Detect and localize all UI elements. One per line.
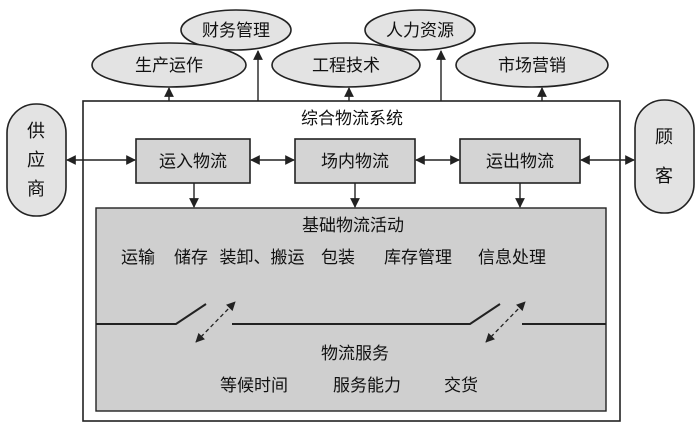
department-finance-label: 财务管理 xyxy=(202,21,270,41)
supplier-char-2: 应 xyxy=(27,150,45,171)
activity-transport: 运输 xyxy=(121,248,155,268)
services-title: 物流服务 xyxy=(321,344,389,364)
department-hr: 人力资源 xyxy=(364,9,476,51)
switch-arrow-left xyxy=(195,301,236,343)
system-title: 综合物流系统 xyxy=(301,109,403,129)
supplier-node: 供 应 商 xyxy=(6,103,67,217)
supplier-char-1: 供 xyxy=(27,121,45,142)
service-waiting-time: 等候时间 xyxy=(220,376,288,396)
department-engineering: 工程技术 xyxy=(271,42,421,88)
customer-char-2: 客 xyxy=(655,166,673,187)
department-marketing-label: 市场营销 xyxy=(498,56,566,76)
basic-activities-title: 基础物流活动 xyxy=(302,216,404,236)
activity-information: 信息处理 xyxy=(478,248,546,268)
department-finance: 财务管理 xyxy=(180,9,292,51)
service-capacity: 服务能力 xyxy=(333,376,401,396)
supplier-char-3: 商 xyxy=(27,179,45,200)
internal-logistics-box: 场内物流 xyxy=(294,138,416,184)
outbound-logistics-box: 运出物流 xyxy=(459,138,581,184)
department-engineering-label: 工程技术 xyxy=(312,56,380,76)
customer-char-1: 顾 xyxy=(655,127,673,148)
activity-inventory: 库存管理 xyxy=(384,248,452,268)
internal-logistics-label: 场内物流 xyxy=(321,152,389,172)
department-production: 生产运作 xyxy=(91,42,247,88)
switch-arrow-right xyxy=(485,301,526,343)
department-marketing: 市场营销 xyxy=(455,42,609,88)
activity-storage: 储存 xyxy=(174,248,208,268)
outbound-logistics-label: 运出物流 xyxy=(486,152,554,172)
department-hr-label: 人力资源 xyxy=(386,21,454,41)
activity-handling: 装卸、搬运 xyxy=(220,248,305,268)
inbound-logistics-box: 运入物流 xyxy=(135,138,251,184)
department-production-label: 生产运作 xyxy=(135,56,203,76)
activity-packaging: 包装 xyxy=(321,248,355,268)
customer-node: 顾 客 xyxy=(634,99,695,214)
service-delivery: 交货 xyxy=(444,376,478,396)
inbound-logistics-label: 运入物流 xyxy=(159,152,227,172)
